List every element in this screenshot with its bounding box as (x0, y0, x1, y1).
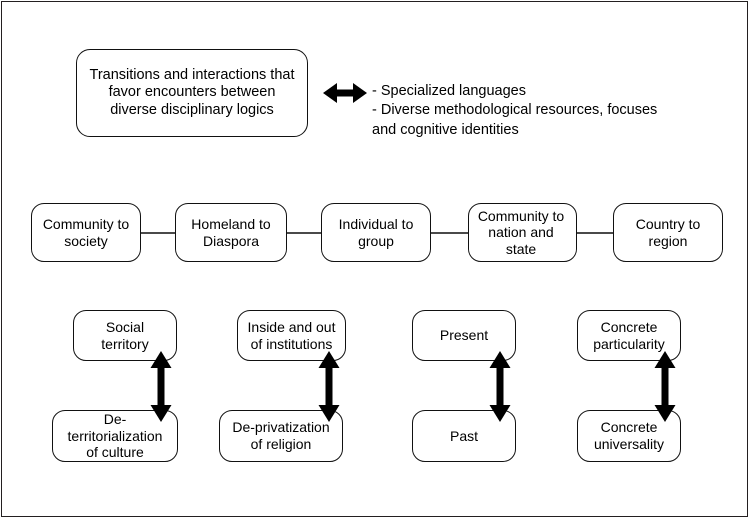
pair-1-bottom-de-territorialization-of-culture: De-territorialization of culture (52, 410, 178, 462)
pair-2-bottom-de-privatization-of-religion: De-privatization of religion (219, 410, 343, 462)
chain-node-individual-to-group: Individual to group (321, 203, 431, 262)
pair-2-top-inside-and-out-of-institutions: Inside and out of institutions (237, 310, 346, 361)
pair-4-top-concrete-particularity: Concrete particularity (577, 310, 681, 361)
header-legend-text: - Specialized languages - Diverse method… (372, 62, 717, 140)
double-headed-horizontal-arrow-icon (323, 80, 367, 106)
pair-1-top-social-territory: Social territory (73, 310, 177, 361)
chain-node-label: Individual to group (338, 215, 414, 249)
pair-node-label: Concrete universality (593, 419, 665, 452)
pair-3-double-headed-vertical-arrow-icon (487, 351, 513, 422)
chain-node-label: Community to nation and state (477, 207, 565, 257)
pair-2-double-headed-vertical-arrow-icon (316, 351, 342, 422)
pair-node-label: Social territory (101, 318, 149, 352)
chain-node-label: Community to society (42, 215, 130, 249)
chain-node-country-to-region: Country to region (613, 203, 723, 262)
pair-node-label: De-privatization of religion (232, 419, 330, 452)
pair-node-label: Concrete particularity (593, 318, 665, 352)
pair-node-label: Inside and out of institutions (247, 318, 336, 352)
chain-node-label: Homeland to Diaspora (191, 215, 271, 249)
pair-node-label: De-territorialization of culture (67, 411, 163, 461)
pair-3-top-present: Present (412, 310, 516, 361)
chain-connector-4 (576, 232, 615, 234)
pair-node-label: Present (439, 327, 489, 344)
header-legend-label: - Specialized languages - Diverse method… (372, 82, 658, 138)
chain-node-label: Country to region (635, 215, 701, 249)
pair-4-double-headed-vertical-arrow-icon (652, 351, 678, 422)
chain-node-community-to-nation-and-state: Community to nation and state (468, 203, 577, 262)
header-concept-box-label: Transitions and interactions that favor … (89, 67, 295, 118)
diagram-frame-border (1, 1, 748, 517)
pair-1-double-headed-vertical-arrow-icon (148, 351, 174, 422)
header-concept-box: Transitions and interactions that favor … (76, 49, 308, 137)
pair-node-label: Past (449, 427, 478, 444)
chain-connector-2 (285, 232, 323, 234)
chain-connector-3 (430, 232, 469, 234)
chain-node-community-to-society: Community to society (31, 203, 141, 262)
chain-node-homeland-to-diaspora: Homeland to Diaspora (175, 203, 287, 262)
chain-connector-1 (139, 232, 176, 234)
